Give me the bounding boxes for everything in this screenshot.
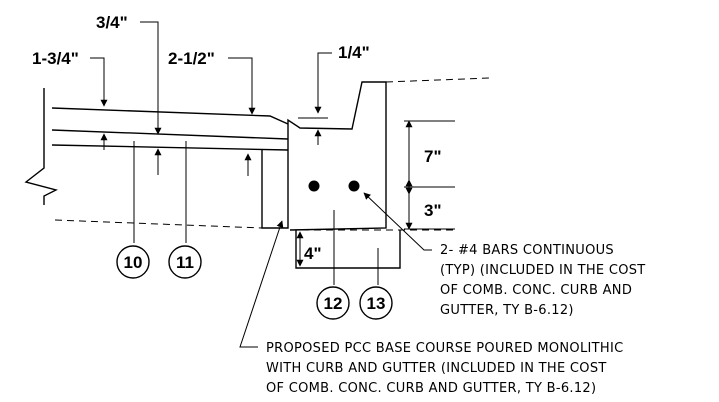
rebar-1 xyxy=(308,180,320,192)
note-base-course: PROPOSED PCC BASE COURSE POURED MONOLITH… xyxy=(266,341,623,396)
break-line xyxy=(24,88,58,205)
svg-text:12: 12 xyxy=(324,294,343,313)
callout-13: 13 xyxy=(359,286,393,320)
dim-1-3-4in: 1-3/4" xyxy=(32,49,79,68)
svg-text:11: 11 xyxy=(176,253,194,272)
callout-10: 10 xyxy=(116,245,150,279)
svg-text:WITH CURB AND GUTTER (INCLUDED: WITH CURB AND GUTTER (INCLUDED IN THE CO… xyxy=(266,361,607,376)
note-rebar: 2- #4 BARS CONTINUOUS (TYP) (INCLUDED IN… xyxy=(440,243,646,318)
dim-3in: 3" xyxy=(424,201,442,220)
callout-12: 12 xyxy=(316,286,350,320)
subgrade-dashed-line xyxy=(54,219,263,229)
dim-2-1-2in: 2-1/2" xyxy=(168,49,215,68)
dim-1-4in: 1/4" xyxy=(338,43,370,62)
base-course-outline xyxy=(295,230,401,269)
svg-text:OF COMB. CONC. CURB AND GUTTER: OF COMB. CONC. CURB AND GUTTER, TY B-6.1… xyxy=(266,381,596,396)
svg-text:2- #4 BARS CONTINUOUS: 2- #4 BARS CONTINUOUS xyxy=(440,243,614,258)
svg-text:(TYP) (INCLUDED IN THE COST: (TYP) (INCLUDED IN THE COST xyxy=(440,263,646,278)
dim-4in: 4" xyxy=(304,244,322,263)
svg-text:GUTTER, TY B-6.12): GUTTER, TY B-6.12) xyxy=(440,303,574,318)
svg-text:13: 13 xyxy=(367,294,386,313)
rebar-2 xyxy=(348,180,360,192)
pavement-layer-1 xyxy=(51,129,289,140)
svg-text:10: 10 xyxy=(124,253,143,272)
svg-text:PROPOSED PCC BASE COURSE POURE: PROPOSED PCC BASE COURSE POURED MONOLITH… xyxy=(266,341,623,356)
pavement-surface-line xyxy=(51,107,289,125)
svg-text:OF COMB. CONC. CURB AND: OF COMB. CONC. CURB AND xyxy=(440,283,632,298)
curb-gutter-outline xyxy=(261,81,387,231)
curb-top-extension xyxy=(385,77,491,83)
callout-11: 11 xyxy=(168,245,202,279)
dim-3-4in: 3/4" xyxy=(96,13,128,32)
dim-7in: 7" xyxy=(424,147,442,166)
pavement-layer-2 xyxy=(51,144,289,151)
